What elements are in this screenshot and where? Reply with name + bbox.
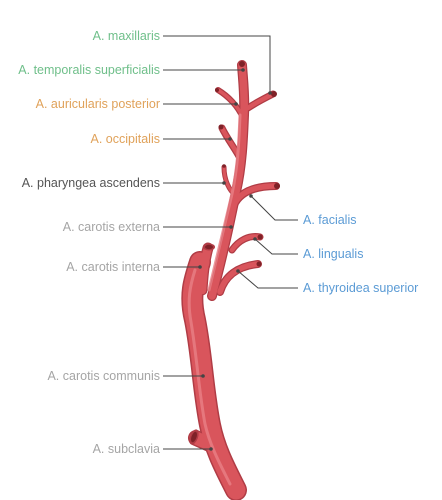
- label-auricularis-posterior: A. auricularis posterior: [35, 97, 160, 111]
- leader-lingualis: [254, 238, 298, 255]
- label-thyroidea-superior: A. thyroidea superior: [303, 281, 419, 295]
- label-temporalis-superficialis: A. temporalis superficialis: [18, 63, 160, 77]
- leader-lines: [163, 35, 298, 450]
- label-lingualis: A. lingualis: [303, 247, 364, 261]
- leader-maxillaris: [163, 35, 271, 93]
- label-occipitalis: A. occipitalis: [90, 132, 160, 146]
- label-facialis: A. facialis: [303, 213, 357, 227]
- leader-thyroidea: [237, 270, 298, 289]
- label-pharyngea-ascendens: A. pharyngea ascendens: [21, 176, 160, 190]
- label-maxillaris: A. maxillaris: [92, 29, 160, 43]
- label-carotis-externa: A. carotis externa: [62, 220, 160, 234]
- vessel-tree: [181, 60, 280, 500]
- leader-dots: [198, 68, 272, 451]
- leader-facialis: [250, 195, 298, 221]
- label-carotis-communis: A. carotis communis: [47, 369, 160, 383]
- vessel-openings: [189, 61, 280, 445]
- label-subclavia: A. subclavia: [92, 442, 160, 456]
- label-carotis-interna: A. carotis interna: [66, 260, 160, 274]
